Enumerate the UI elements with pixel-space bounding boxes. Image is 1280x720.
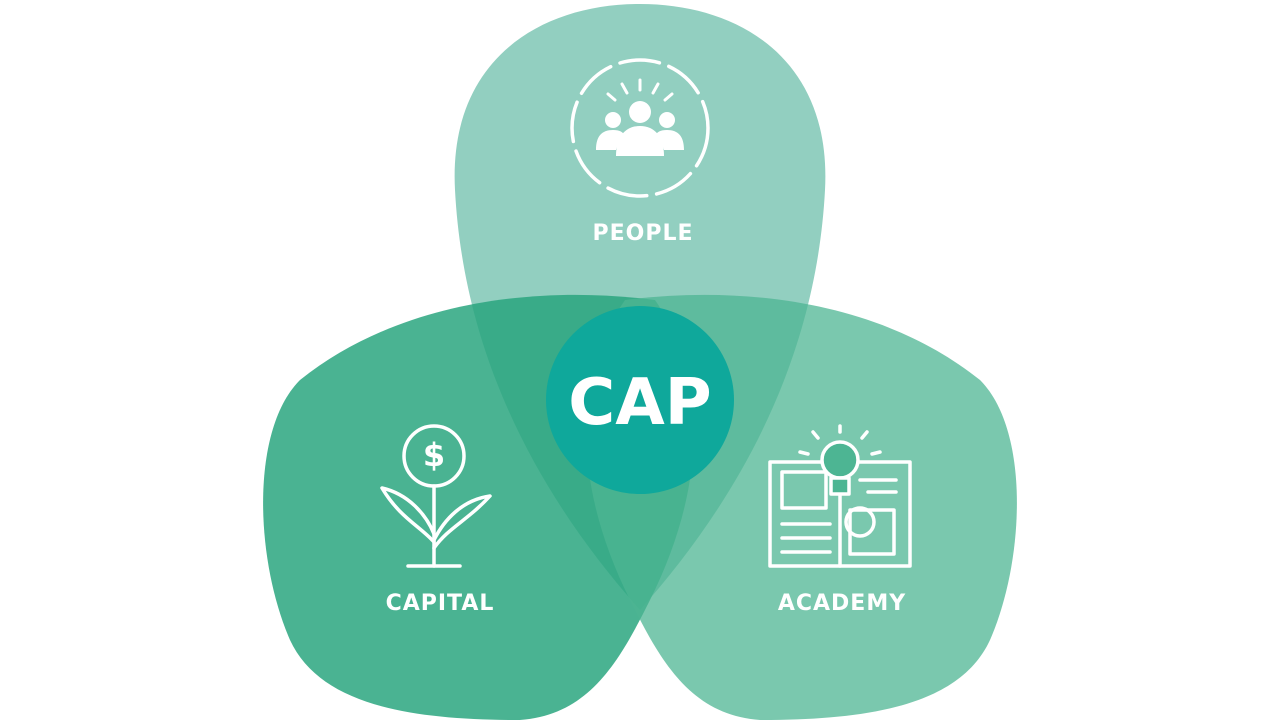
- petal-label-people: PEOPLE: [592, 221, 693, 246]
- people-group-icon: [570, 58, 710, 198]
- petal-label-capital: CAPITAL: [386, 591, 495, 616]
- center-circle: [546, 306, 734, 494]
- book-lightbulb-icon: [768, 424, 912, 568]
- center-label: CAP: [568, 366, 711, 440]
- money-plant-icon: $: [380, 424, 492, 568]
- svg-text:$: $: [423, 436, 445, 474]
- petal-label-academy: ACADEMY: [778, 591, 906, 616]
